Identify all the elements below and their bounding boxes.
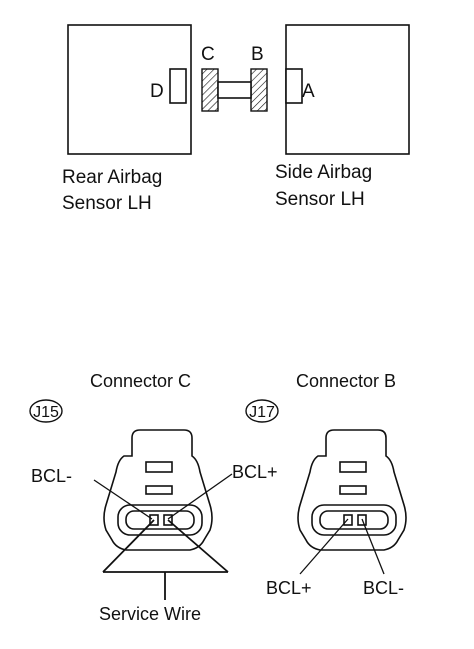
connector-c-title: Connector C <box>90 371 191 391</box>
rear-sensor-caption-line1: Rear Airbag <box>62 167 162 188</box>
label-b: B <box>251 44 264 65</box>
connector-c-hatched <box>201 68 219 112</box>
connector-b-pin-bcl-minus: BCL- <box>363 578 404 598</box>
connector-b-code-badge <box>245 399 279 423</box>
connector-b-code: J17 <box>249 404 275 421</box>
leader-bcl-plus-c <box>167 473 233 520</box>
connector-b-housing <box>297 429 407 551</box>
connector-d-stub <box>169 68 187 104</box>
side-airbag-sensor-box <box>285 24 410 155</box>
service-wire-loop <box>102 519 229 600</box>
label-d: D <box>150 81 164 102</box>
connector-c-code-badge <box>29 399 63 423</box>
leader-bcl-minus-c <box>93 479 153 520</box>
connector-b-hatched <box>250 68 268 112</box>
connector-c-pin-bcl-plus: BCL+ <box>232 462 278 482</box>
leader-bcl-minus-b <box>361 518 385 575</box>
service-wire-label: Service Wire <box>99 604 201 624</box>
connector-c-code: J15 <box>33 404 59 421</box>
label-c: C <box>201 44 215 65</box>
connector-c-pin-bcl-minus: BCL- <box>31 466 72 486</box>
connector-b-pin-bcl-plus: BCL+ <box>266 578 312 598</box>
connector-b-title: Connector B <box>296 371 396 391</box>
side-sensor-caption-line1: Side Airbag <box>275 162 372 183</box>
leader-bcl-plus-b <box>299 518 349 575</box>
rear-sensor-caption-line2: Sensor LH <box>62 193 152 214</box>
service-wire-link <box>217 81 252 99</box>
side-sensor-caption-line2: Sensor LH <box>275 189 365 210</box>
connector-a-stub <box>285 68 303 104</box>
connector-c-housing <box>103 429 213 551</box>
label-a: A <box>302 81 315 102</box>
